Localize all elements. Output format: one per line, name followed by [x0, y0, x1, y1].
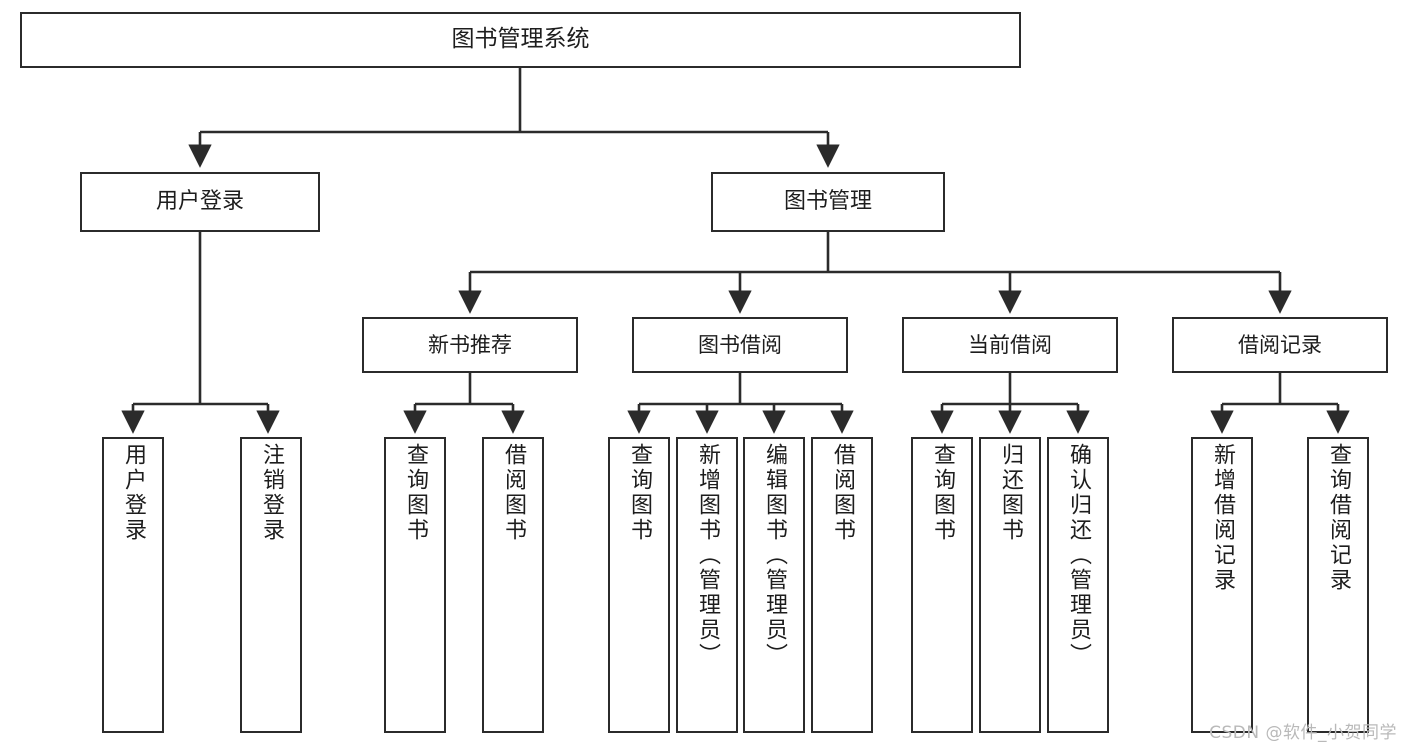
- node-leaf-user-login[interactable]: 用户登录: [102, 437, 164, 733]
- node-label: 当前借阅: [968, 332, 1052, 357]
- node-user-login[interactable]: 用户登录: [80, 172, 320, 232]
- node-leaf-borrow-book-2[interactable]: 借阅图书: [811, 437, 873, 733]
- node-label: 归还图书: [998, 443, 1023, 543]
- node-label: 用户登录: [155, 189, 244, 215]
- node-leaf-confirm-return[interactable]: 确认归还（管理员）: [1047, 437, 1109, 733]
- node-current-borrow[interactable]: 当前借阅: [902, 317, 1118, 373]
- node-root-system[interactable]: 图书管理系统: [20, 12, 1021, 68]
- node-label: 图书管理: [783, 189, 872, 215]
- node-label: 借阅记录: [1238, 332, 1322, 357]
- node-label: 编辑图书（管理员）: [762, 443, 787, 668]
- node-leaf-query-book-2[interactable]: 查询图书: [608, 437, 670, 733]
- node-leaf-query-record[interactable]: 查询借阅记录: [1307, 437, 1369, 733]
- node-label: 借阅图书: [830, 443, 855, 543]
- node-label: 查询借阅记录: [1326, 443, 1351, 593]
- node-label: 确认归还（管理员）: [1066, 443, 1091, 668]
- node-leaf-return-book[interactable]: 归还图书: [979, 437, 1041, 733]
- node-label: 图书借阅: [698, 332, 782, 357]
- node-book-manage[interactable]: 图书管理: [711, 172, 945, 232]
- watermark-text: CSDN @软件_小贺同学: [1209, 723, 1397, 743]
- node-label: 查询图书: [403, 443, 428, 543]
- node-new-book-rec[interactable]: 新书推荐: [362, 317, 578, 373]
- node-leaf-logout[interactable]: 注销登录: [240, 437, 302, 733]
- node-borrow-record[interactable]: 借阅记录: [1172, 317, 1388, 373]
- node-leaf-query-book-1[interactable]: 查询图书: [384, 437, 446, 733]
- node-label: 新增借阅记录: [1210, 443, 1235, 593]
- node-label: 借阅图书: [501, 443, 526, 543]
- node-label: 注销登录: [259, 443, 284, 543]
- node-label: 查询图书: [930, 443, 955, 543]
- node-leaf-borrow-book-1[interactable]: 借阅图书: [482, 437, 544, 733]
- node-label: 查询图书: [627, 443, 652, 543]
- node-label: 用户登录: [121, 443, 146, 543]
- node-leaf-query-book-3[interactable]: 查询图书: [911, 437, 973, 733]
- node-label: 新书推荐: [428, 332, 512, 357]
- node-label: 新增图书（管理员）: [695, 443, 720, 668]
- node-leaf-add-record[interactable]: 新增借阅记录: [1191, 437, 1253, 733]
- node-book-borrow[interactable]: 图书借阅: [632, 317, 848, 373]
- node-label: 图书管理系统: [451, 26, 590, 53]
- node-leaf-edit-book[interactable]: 编辑图书（管理员）: [743, 437, 805, 733]
- node-leaf-add-book[interactable]: 新增图书（管理员）: [676, 437, 738, 733]
